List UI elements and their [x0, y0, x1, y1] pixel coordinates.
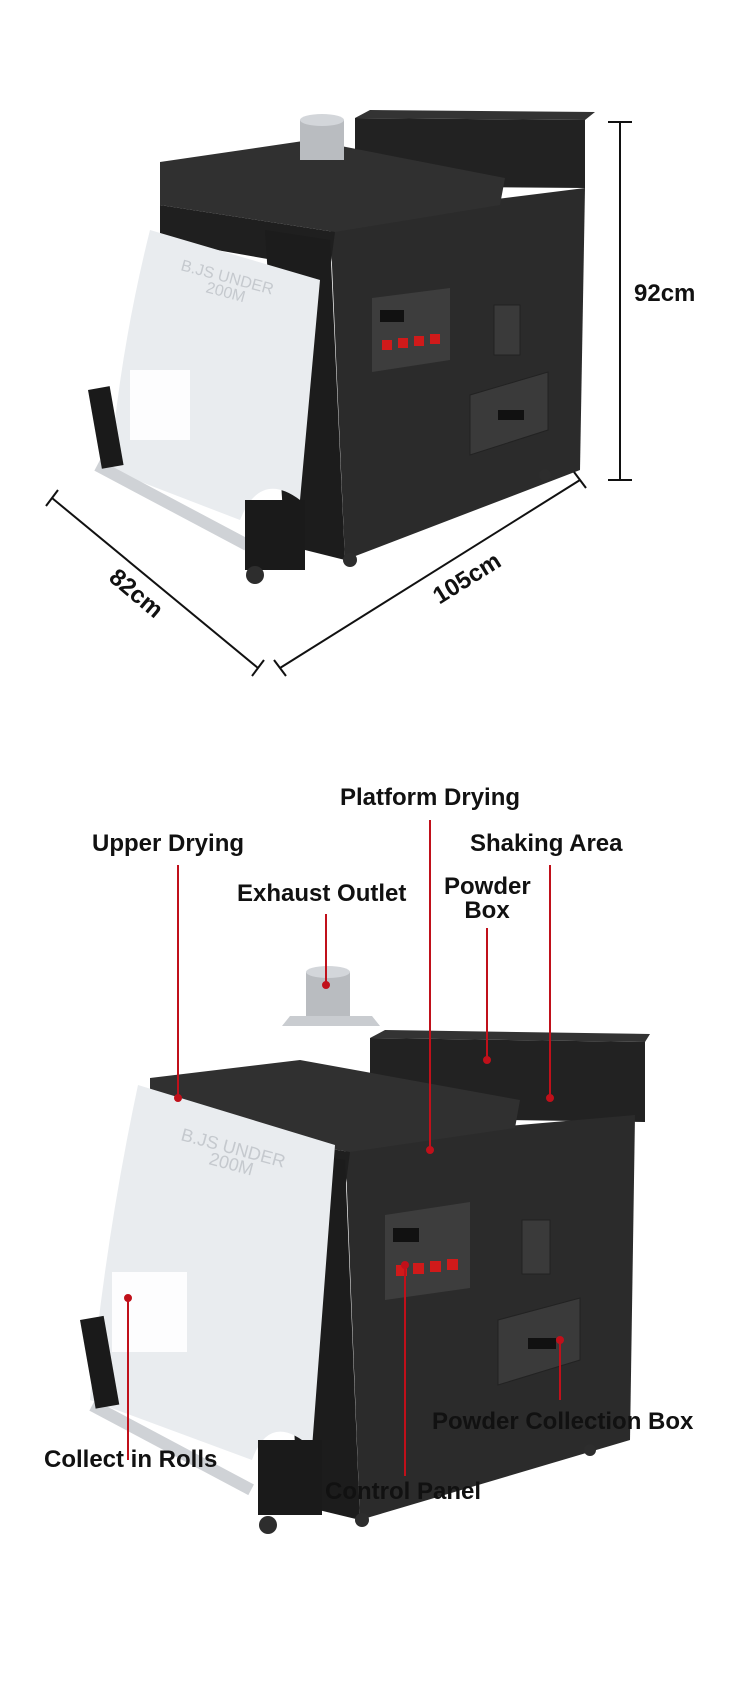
upper-drying-hood	[160, 140, 505, 232]
film-sheet	[90, 1085, 335, 1460]
switch-1	[396, 1265, 407, 1276]
film-sheet	[110, 230, 320, 520]
powder-collection-box-label: Powder Collection Box	[432, 1408, 694, 1435]
switch-2	[398, 338, 408, 348]
collect-in-rolls-label: Collect in Rolls	[44, 1446, 218, 1473]
depth-dimension-line	[51, 497, 259, 669]
powder-box-label: Powder Box	[444, 873, 531, 924]
exhaust-chimney	[306, 972, 350, 1016]
powder-box-label-line2: Box	[464, 897, 510, 924]
width-dimension-line	[279, 479, 581, 669]
powder-box-label-line1: Powder	[444, 873, 531, 900]
roller-motor	[258, 1440, 322, 1515]
control-panel	[385, 1202, 470, 1300]
machine-side-panel	[345, 1115, 635, 1520]
height-label: 92cm	[634, 280, 696, 307]
roller-motor	[245, 500, 305, 570]
exhaust-outlet-label: Exhaust Outlet	[237, 880, 407, 907]
switch-4	[430, 334, 440, 344]
switch-3	[414, 336, 424, 346]
switch-3	[430, 1261, 441, 1272]
platform-drying-label: Platform Drying	[340, 784, 521, 811]
machine-side-panel	[330, 188, 585, 560]
machine-dimension-illustration: B.JS UNDER 200M	[45, 110, 632, 677]
roller-bar	[94, 460, 251, 551]
switch-4	[447, 1259, 458, 1270]
upper-drying-label: Upper Drying	[92, 830, 245, 857]
side-door	[521, 1219, 551, 1275]
machine-parts-illustration: B.JS UNDER 200M	[80, 820, 650, 1534]
exhaust-chimney	[300, 120, 344, 160]
control-panel-label: Control Panel	[325, 1478, 482, 1505]
switch-1	[382, 340, 392, 350]
control-panel	[372, 288, 450, 372]
shaking-area-label: Shaking Area	[470, 830, 623, 857]
roller-bar	[89, 1400, 254, 1496]
switch-2	[413, 1263, 424, 1274]
side-door	[493, 304, 521, 356]
parts-view: B.JS UNDER 200M	[0, 760, 750, 1701]
dimension-view: B.JS UNDER 200M 92cm 82cm 105cm	[0, 0, 750, 700]
